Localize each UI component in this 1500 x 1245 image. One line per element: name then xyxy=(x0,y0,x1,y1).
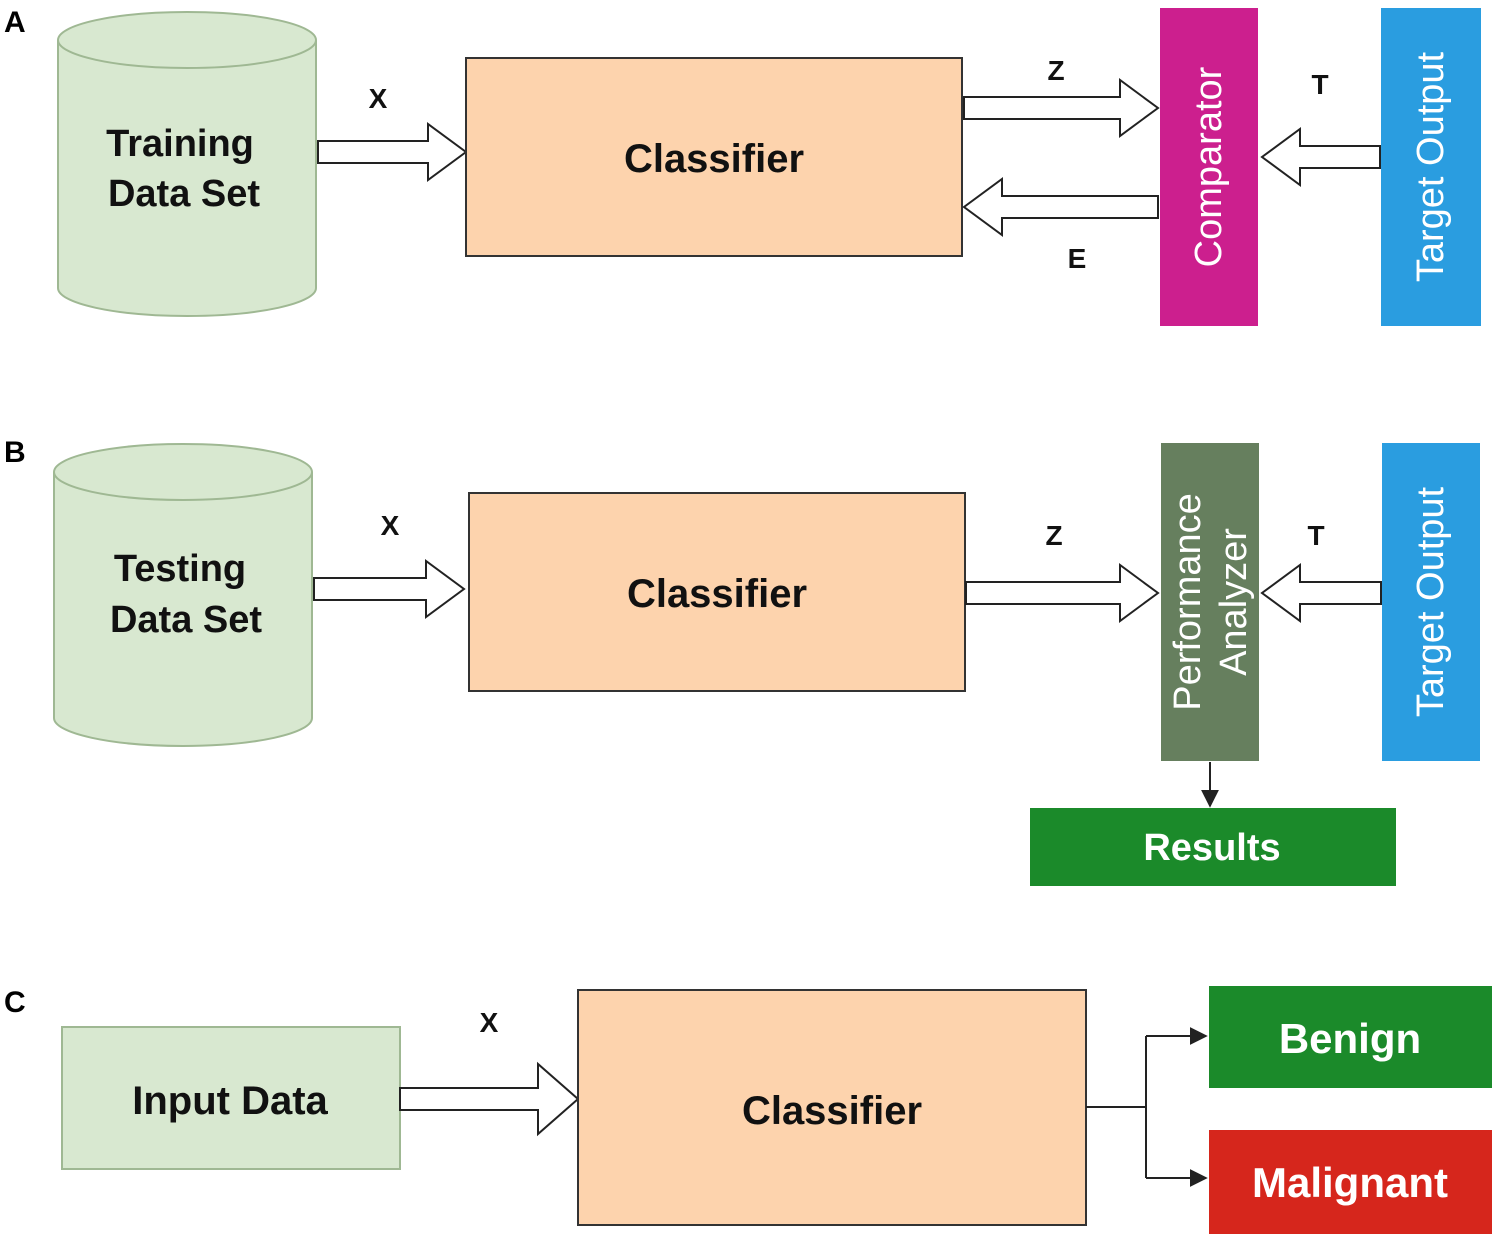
input-x-signal-a: X xyxy=(369,83,388,114)
target-output-label-b: Target Output xyxy=(1410,486,1452,717)
input-x-arrow-c xyxy=(399,1061,580,1137)
target-t-arrow-b xyxy=(1260,563,1382,623)
panel-c-letter: C xyxy=(4,986,26,1019)
classifier-label-c: Classifier xyxy=(742,1089,922,1133)
performance-analyzer-label-line-1: Performance xyxy=(1167,493,1209,711)
output-z-arrow-b xyxy=(965,563,1160,623)
error-e-arrow-a xyxy=(962,177,1159,237)
input-x-signal-b: X xyxy=(381,510,400,541)
target-output-label-a: Target Output xyxy=(1410,51,1452,282)
training-cylinder-body xyxy=(57,40,317,317)
input-x-signal-c: X xyxy=(480,1007,499,1038)
testing-cylinder-top xyxy=(53,443,313,501)
classifier-box-b xyxy=(468,492,966,692)
classifier-label-b: Classifier xyxy=(627,572,807,616)
panel-a-training: A Training Data Set X Classifier Z E Com… xyxy=(4,6,1481,326)
output-z-arrow-a xyxy=(963,78,1160,138)
target-t-arrow-a xyxy=(1260,127,1381,187)
testing-data-set-cylinder: Testing Data Set xyxy=(53,443,313,747)
target-t-signal-b: T xyxy=(1307,520,1324,551)
training-cylinder-top xyxy=(57,11,317,69)
input-x-arrow-a xyxy=(317,122,468,182)
input-x-arrow-b xyxy=(313,559,466,619)
testing-data-set-label-line-1: Testing xyxy=(114,548,246,590)
panel-b-letter: B xyxy=(4,436,26,469)
testing-data-set-label-line-2: Data Set xyxy=(110,599,262,641)
target-output-box-a xyxy=(1381,8,1481,326)
benign-box xyxy=(1209,986,1492,1088)
results-label: Results xyxy=(1143,827,1280,869)
testing-cylinder-body xyxy=(53,472,313,747)
target-output-box-b xyxy=(1382,443,1480,761)
classifier-label-a: Classifier xyxy=(624,137,804,181)
training-data-set-cylinder: Training Data Set xyxy=(57,11,317,317)
output-z-signal-b: Z xyxy=(1045,520,1062,551)
panel-a-letter: A xyxy=(4,6,26,39)
malignant-label: Malignant xyxy=(1252,1159,1448,1206)
comparator-box xyxy=(1160,8,1258,326)
training-data-set-label-line-2: Data Set xyxy=(108,173,260,215)
classifier-box-a xyxy=(465,57,963,257)
output-z-signal-a: Z xyxy=(1047,55,1064,86)
benign-label: Benign xyxy=(1279,1015,1421,1062)
performance-analyzer-box xyxy=(1161,443,1259,761)
comparator-label: Comparator xyxy=(1188,66,1230,267)
error-e-signal-a: E xyxy=(1068,243,1087,274)
malignant-box xyxy=(1209,1130,1492,1234)
input-data-label: Input Data xyxy=(132,1079,328,1123)
results-box xyxy=(1030,808,1396,886)
training-data-set-label-line-1: Training xyxy=(106,123,254,165)
panel-c-inference: C Input Data X Classifier Benign Maligna… xyxy=(4,986,1492,1234)
panel-b-testing: B Testing Data Set X Classifier Z Perfor… xyxy=(4,436,1480,886)
performance-analyzer-label-line-2: Analyzer xyxy=(1213,528,1255,676)
target-t-signal-a: T xyxy=(1311,69,1328,100)
